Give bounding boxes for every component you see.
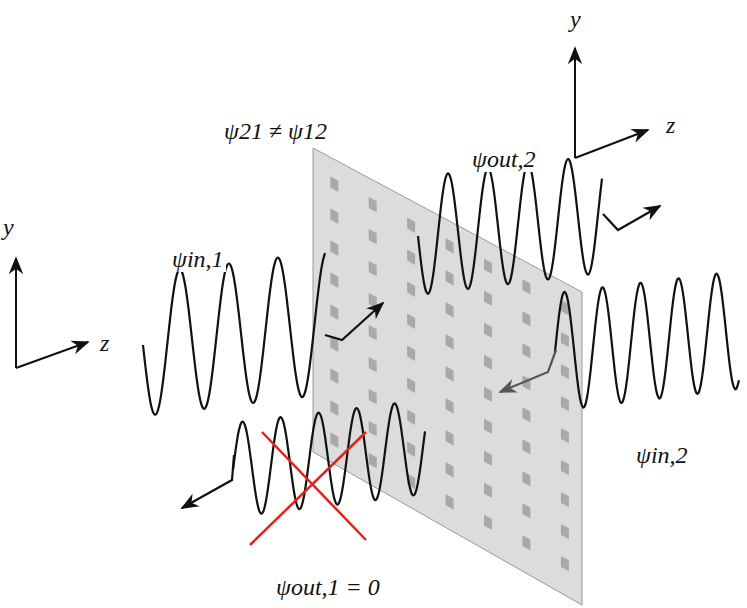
meta-atom bbox=[522, 343, 530, 358]
axis-label: y bbox=[1, 214, 16, 240]
axis-label: z bbox=[664, 112, 677, 138]
meta-atom bbox=[484, 355, 492, 370]
coordinate-axes bbox=[16, 48, 648, 368]
wave-label: ψout,2 bbox=[470, 146, 538, 172]
meta-atom bbox=[522, 311, 530, 326]
propagation-arrow bbox=[325, 303, 383, 340]
meta-atom bbox=[522, 535, 530, 550]
meta-atom bbox=[369, 197, 377, 212]
meta-atom bbox=[330, 176, 338, 191]
meta-atom bbox=[369, 229, 377, 244]
propagation-arrow bbox=[500, 350, 556, 392]
meta-atom bbox=[561, 396, 569, 411]
meta-atom bbox=[484, 483, 492, 498]
meta-atom bbox=[561, 460, 569, 475]
meta-atom bbox=[484, 419, 492, 434]
meta-atom bbox=[522, 407, 530, 422]
meta-atom bbox=[561, 428, 569, 443]
wave bbox=[143, 253, 325, 415]
meta-atom bbox=[407, 218, 415, 233]
meta-atom bbox=[330, 400, 338, 415]
meta-atom bbox=[369, 421, 377, 436]
meta-atom bbox=[369, 357, 377, 372]
meta-atom bbox=[330, 208, 338, 223]
meta-atom bbox=[446, 462, 454, 477]
meta-atom bbox=[522, 503, 530, 518]
meta-atom bbox=[561, 492, 569, 507]
meta-atom bbox=[407, 410, 415, 425]
meta-atom bbox=[561, 524, 569, 539]
meta-atom bbox=[330, 368, 338, 383]
meta-atom bbox=[484, 451, 492, 466]
wave bbox=[555, 274, 739, 408]
wave bbox=[233, 403, 425, 513]
meta-atom bbox=[407, 314, 415, 329]
meta-atom bbox=[446, 430, 454, 445]
wave-group bbox=[143, 159, 739, 514]
wave-label: ψin,1 bbox=[170, 246, 226, 272]
meta-atom bbox=[330, 272, 338, 287]
meta-atom bbox=[446, 494, 454, 509]
meta-atom bbox=[330, 304, 338, 319]
meta-atom bbox=[446, 366, 454, 381]
meta-atom bbox=[561, 332, 569, 347]
reciprocity-label: ψ21 ≠ ψ12 bbox=[222, 118, 329, 144]
meta-atom bbox=[446, 270, 454, 285]
meta-atom bbox=[446, 238, 454, 253]
propagation-arrow bbox=[182, 455, 234, 508]
meta-atom bbox=[484, 323, 492, 338]
meta-atom bbox=[407, 442, 415, 457]
meta-atom bbox=[522, 471, 530, 486]
blocked-wave-cross bbox=[250, 432, 366, 545]
meta-atom bbox=[330, 432, 338, 447]
meta-atom bbox=[522, 439, 530, 454]
meta-atom bbox=[330, 240, 338, 255]
axis-label: y bbox=[568, 6, 583, 32]
wave-label: ψout,1 = 0 bbox=[274, 574, 382, 600]
wave-label: ψin,2 bbox=[634, 442, 690, 468]
meta-atom bbox=[484, 387, 492, 402]
meta-atom bbox=[407, 250, 415, 265]
meta-atom bbox=[369, 325, 377, 340]
meta-atom bbox=[446, 334, 454, 349]
meta-atom bbox=[484, 259, 492, 274]
meta-atom bbox=[407, 378, 415, 393]
meta-atom bbox=[446, 398, 454, 413]
meta-atom bbox=[561, 364, 569, 379]
meta-atom bbox=[522, 279, 530, 294]
meta-atom-grid bbox=[330, 176, 569, 571]
axis-label: z bbox=[98, 330, 111, 356]
meta-atom bbox=[561, 556, 569, 571]
wave bbox=[418, 159, 602, 294]
propagation-arrow bbox=[603, 206, 660, 230]
meta-atom bbox=[369, 389, 377, 404]
meta-atom bbox=[369, 293, 377, 308]
meta-atom bbox=[484, 515, 492, 530]
meta-atom bbox=[407, 346, 415, 361]
meta-atom bbox=[369, 453, 377, 468]
metasurface-plate bbox=[313, 148, 582, 605]
meta-atom bbox=[407, 282, 415, 297]
meta-atom bbox=[369, 261, 377, 276]
meta-atom bbox=[446, 302, 454, 317]
meta-atom bbox=[484, 291, 492, 306]
